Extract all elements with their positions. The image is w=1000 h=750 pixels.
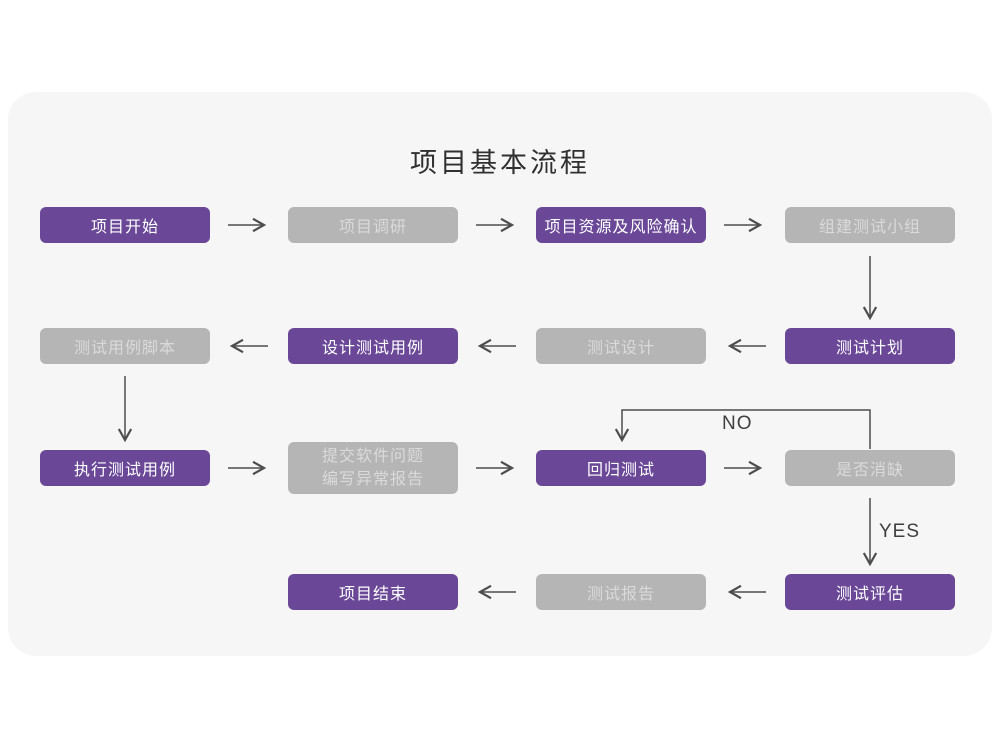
node-resource-risk: 项目资源及风险确认 — [536, 207, 706, 243]
node-defect-cleared: 是否消缺 — [785, 450, 955, 486]
node-submit-line1: 提交软件问题 — [321, 447, 424, 465]
node-build-test-team: 组建测试小组 — [785, 207, 955, 243]
node-submit-line2: 编写异常报告 — [321, 471, 424, 488]
node-project-research: 项目调研 — [288, 207, 458, 243]
node-test-evaluate: 测试评估 — [785, 574, 955, 610]
node-execute-test-case: 执行测试用例 — [40, 450, 210, 486]
node-test-case-script: 测试用例脚本 — [40, 328, 210, 364]
no-branch-label: NO — [722, 413, 753, 434]
node-project-start: 项目开始 — [40, 207, 210, 243]
node-design-test-case: 设计测试用例 — [288, 328, 458, 364]
node-regression-test: 回归测试 — [536, 450, 706, 486]
node-test-report: 测试报告 — [536, 574, 706, 610]
node-test-plan: 测试计划 — [785, 328, 955, 364]
flowchart-card-background — [8, 92, 992, 656]
node-submit-issue-report: 提交软件问题 编写异常报告 — [288, 442, 458, 494]
yes-branch-label: YES — [879, 521, 921, 542]
page-title: 项目基本流程 — [410, 148, 590, 178]
node-project-end: 项目结束 — [288, 574, 458, 610]
node-test-design: 测试设计 — [536, 328, 706, 364]
